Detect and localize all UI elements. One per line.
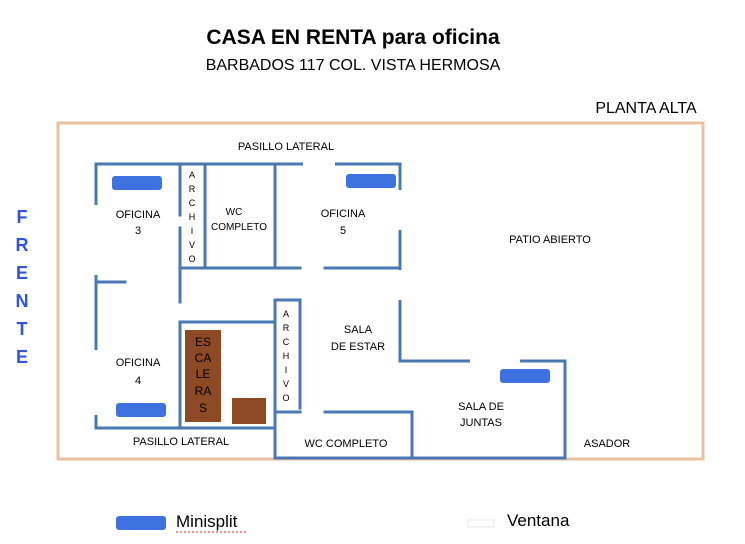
- archivo-letter: C: [189, 198, 196, 208]
- archivo-letter: R: [189, 184, 196, 194]
- minisplit-icon: [346, 174, 396, 188]
- room-label-asador: ASADOR: [584, 438, 631, 450]
- room-label-oficina4: OFICINA: [116, 357, 161, 369]
- stairs-landing: [232, 398, 266, 424]
- frente-letter: E: [16, 263, 28, 283]
- page-title: CASA EN RENTA para oficina: [206, 26, 500, 49]
- floor-label: PLANTA ALTA: [595, 100, 697, 117]
- room-label-oficina3-num: 3: [135, 225, 141, 237]
- room-label-wc-upper-2: COMPLETO: [211, 222, 267, 233]
- minisplit-icon: [500, 369, 550, 383]
- archivo-lower-label: A R C H I V O: [282, 309, 289, 403]
- minisplit-icon: [116, 403, 166, 417]
- legend-ventana-label: Ventana: [507, 511, 570, 530]
- legend-minisplit-label: Minisplit: [176, 512, 238, 531]
- escaleras-letter: CA: [195, 351, 212, 365]
- archivo-letter: C: [283, 337, 290, 347]
- room-label-oficina5-num: 5: [340, 225, 346, 237]
- window: [397, 190, 403, 230]
- room-label-pasillo-top: PASILLO LATERAL: [238, 141, 334, 153]
- room-label-pasillo-bottom: PASILLO LATERAL: [133, 436, 229, 448]
- room-label-patio: PATIO ABIERTO: [509, 234, 591, 246]
- room-label-sala-estar: SALA: [344, 324, 373, 336]
- archivo-letter: I: [191, 226, 194, 236]
- archivo-upper-label: A R C H I V O: [188, 170, 195, 264]
- escaleras-label: ES CA LE RA S: [195, 335, 212, 415]
- frente-label: F R E N T E: [16, 207, 29, 367]
- archivo-letter: R: [283, 323, 290, 333]
- room-label-wc-lower: WC COMPLETO: [305, 438, 388, 450]
- archivo-letter: V: [189, 240, 195, 250]
- archivo-letter: A: [189, 170, 195, 180]
- stairs-block: [185, 330, 221, 422]
- archivo-letter: A: [283, 309, 289, 319]
- archivo-letter: H: [189, 212, 196, 222]
- window: [470, 358, 520, 364]
- window: [397, 270, 403, 300]
- windows: [93, 161, 520, 415]
- room-label-sala-estar-2: DE ESTAR: [331, 341, 385, 353]
- legend-ventana-swatch: [467, 519, 495, 528]
- frente-letter: T: [17, 319, 28, 339]
- room-label-oficina5: OFICINA: [321, 208, 366, 220]
- room-label-oficina3: OFICINA: [116, 209, 161, 221]
- archivo-letter: V: [283, 379, 289, 389]
- escaleras-letter: S: [199, 401, 207, 415]
- room-label-oficina4-num: 4: [135, 375, 141, 387]
- archivo-letter: O: [188, 254, 195, 264]
- minisplit-icon: [112, 176, 162, 190]
- window: [93, 350, 99, 415]
- page-subtitle: BARBADOS 117 COL. VISTA HERMOSA: [206, 57, 501, 74]
- minisplits: [112, 174, 550, 417]
- room-label-sala-juntas: SALA DE: [458, 401, 504, 413]
- room-label-sala-juntas-2: JUNTAS: [460, 417, 502, 429]
- escaleras-letter: RA: [195, 384, 212, 398]
- archivo-letter: I: [285, 365, 288, 375]
- frente-letter: N: [16, 291, 29, 311]
- escaleras-letter: LE: [196, 367, 211, 381]
- legend-minisplit-swatch: [116, 516, 166, 530]
- frente-letter: R: [16, 235, 29, 255]
- escaleras-letter: ES: [195, 335, 211, 349]
- frente-letter: E: [16, 347, 28, 367]
- window: [303, 161, 335, 167]
- walls: [94, 162, 567, 460]
- legend: Minisplit Ventana: [116, 511, 570, 533]
- frente-letter: F: [17, 207, 28, 227]
- window: [93, 205, 99, 275]
- archivo-letter: O: [282, 393, 289, 403]
- archivo-letter: H: [283, 351, 290, 361]
- room-label-wc-upper: WC: [226, 207, 243, 218]
